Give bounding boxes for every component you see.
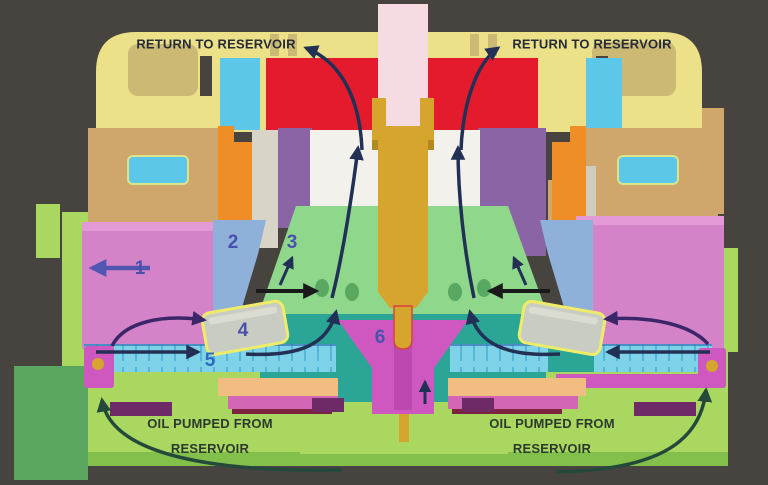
piston-left (200, 299, 290, 356)
label-pump-right-line1: OIL PUMPED FROM (489, 415, 615, 431)
callout-3: 3 (286, 232, 298, 253)
arrow-gallery-right-2 (465, 309, 561, 357)
bearing-red-left (266, 58, 378, 132)
label-return-right: RETURN TO RESERVOIR (512, 36, 672, 52)
callout-6: 6 (374, 327, 386, 348)
blue-wedge-right (540, 220, 593, 314)
arrow-return-left (303, 45, 364, 151)
cyan-block-left (220, 58, 260, 130)
piston-right (517, 299, 607, 357)
arrow-pump-left (96, 397, 343, 472)
arrow-return-right (459, 46, 501, 151)
bearing-red-right (428, 58, 538, 132)
magenta-band-right (556, 374, 706, 388)
orange-band-right (448, 378, 586, 396)
shell-recess-left (128, 44, 198, 96)
label-pump-left-line2: RESERVOIR (170, 440, 250, 456)
callout-2: 2 (227, 232, 239, 253)
arrow-gallery-left-2 (245, 309, 341, 357)
cyan-block-right (586, 58, 622, 130)
label-pump-left-line1: OIL PUMPED FROM (147, 415, 273, 431)
callout-5: 5 (204, 350, 216, 371)
cyan-port-right (617, 155, 679, 185)
arrow-to-piston-left (110, 311, 207, 347)
funnel-magenta-center (338, 320, 468, 442)
callout-4: 4 (237, 320, 249, 341)
arrow-pump-right (555, 387, 713, 474)
gray-spacer-right (584, 166, 596, 228)
orange-band-left (218, 378, 338, 396)
bottom-hardware (84, 346, 726, 416)
arrow-to-piston-right (603, 310, 710, 346)
callout-1: 1 (134, 258, 146, 279)
label-pump-right-line2: RESERVOIR (512, 440, 592, 456)
base-block-left (14, 366, 88, 480)
shaft-top-pink (378, 4, 428, 128)
label-return-left: RETURN TO RESERVOIR (136, 36, 296, 52)
arrow-up-left (330, 145, 364, 299)
arrow-up-right (450, 145, 476, 299)
flow-arrows (88, 45, 713, 474)
main-shaft-gold (372, 98, 434, 350)
blue-wedge-left (213, 220, 266, 314)
cyan-port-left (127, 155, 189, 185)
